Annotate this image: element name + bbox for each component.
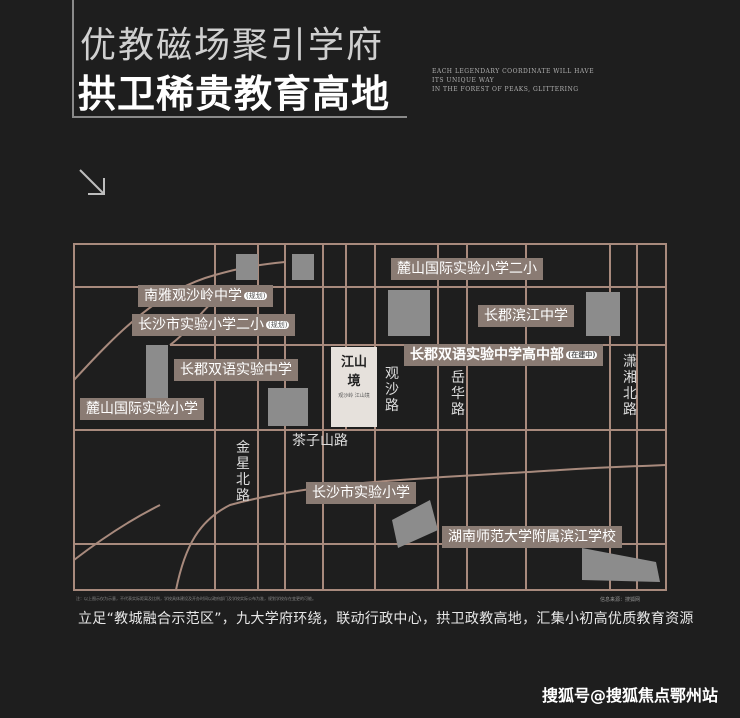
block-cj-bilingual	[268, 388, 308, 426]
school-label-cs-exp2: 长沙市实验小学二小(规划)	[132, 314, 296, 336]
school-label-lushan-exp2: 麓山国际实验小学二小	[391, 258, 543, 280]
school-label-cs-exp: 长沙市实验小学	[306, 482, 416, 504]
title-line-2: 拱卫稀贵教育高地	[78, 72, 391, 116]
project-subtitle: 观沙岭 江山境	[338, 393, 370, 399]
school-name: 长郡双语实验中学高中部	[410, 347, 564, 363]
english-line-1: EACH LEGENDARY COORDINATE WILL HAVE	[432, 68, 595, 75]
block-cj-binjiang	[586, 292, 620, 336]
arrow-down-right-icon	[79, 169, 105, 195]
road-label-jinxing: 金星北路	[236, 440, 250, 504]
watermark: 搜狐号@搜狐焦点鄂州站	[541, 686, 718, 705]
school-name: 长沙市实验小学	[312, 485, 410, 501]
project-name-bottom: 境	[347, 374, 361, 389]
english-line-2: ITS UNIQUE WAY	[432, 77, 495, 84]
school-name: 麓山国际实验小学二小	[397, 261, 537, 277]
project-marker: 江山 境 观沙岭 江山境	[331, 347, 377, 427]
english-line-3: IN THE FOREST OF PEAKS, GLITTERING	[432, 86, 579, 93]
school-name: 麓山国际实验小学	[86, 401, 198, 417]
project-name-top: 江山	[340, 355, 367, 370]
map-footnote: 注：以上图示仅为示意，不代表实际距离及比例，学校具体建设及开办时间以政府部门及学…	[76, 596, 316, 601]
school-label-cj-binjiang: 长郡滨江中学	[478, 305, 574, 327]
block-hnnu-binjiang	[582, 548, 660, 582]
header-frame	[72, 0, 407, 118]
school-tag: (规划)	[266, 321, 290, 329]
block-cs-exp2	[292, 254, 314, 280]
school-tag: (规划)	[244, 292, 268, 300]
school-label-lushan-exp: 麓山国际实验小学	[80, 398, 204, 420]
caption-text: 立足“教城融合示范区”，九大学府环绕，联动行政中心，拱卫政教高地，汇集小初高优质…	[78, 611, 694, 627]
school-label-cj-bilingual: 长郡双语实验中学	[174, 359, 298, 381]
road-label-guansha: 观沙路	[385, 366, 399, 414]
block-lushan-exp2	[388, 290, 430, 336]
school-label-cj-bilingual-high: 长郡双语实验中学高中部(在建中)	[404, 344, 604, 366]
map-frame	[73, 243, 667, 591]
school-name: 长沙市实验小学二小	[138, 317, 264, 333]
school-name: 长郡双语实验中学	[180, 362, 292, 378]
school-name: 湖南师范大学附属滨江学校	[448, 529, 616, 545]
school-name: 长郡滨江中学	[484, 308, 568, 324]
block-lushan-exp	[146, 345, 168, 405]
road-label-xiaoxiang: 潇湘北路	[623, 354, 637, 418]
school-tag: (在建中)	[566, 351, 598, 359]
school-blocks	[146, 254, 660, 582]
road-label-chazishan: 茶子山路	[292, 433, 348, 449]
block-cs-exp	[392, 500, 438, 548]
school-label-hnnu-binjiang: 湖南师范大学附属滨江学校	[442, 526, 622, 548]
english-tagline: EACH LEGENDARY COORDINATE WILL HAVE ITS …	[432, 67, 594, 94]
school-name: 南雅观沙岭中学	[144, 288, 242, 304]
road-label-yuehua: 岳华路	[451, 370, 465, 418]
map-source: 信息来源：搜狐网	[600, 597, 641, 603]
title-line-1: 优教磁场聚引学府	[80, 25, 385, 66]
school-label-nanya: 南雅观沙岭中学(规划)	[138, 285, 274, 307]
block-nanya	[236, 254, 258, 280]
